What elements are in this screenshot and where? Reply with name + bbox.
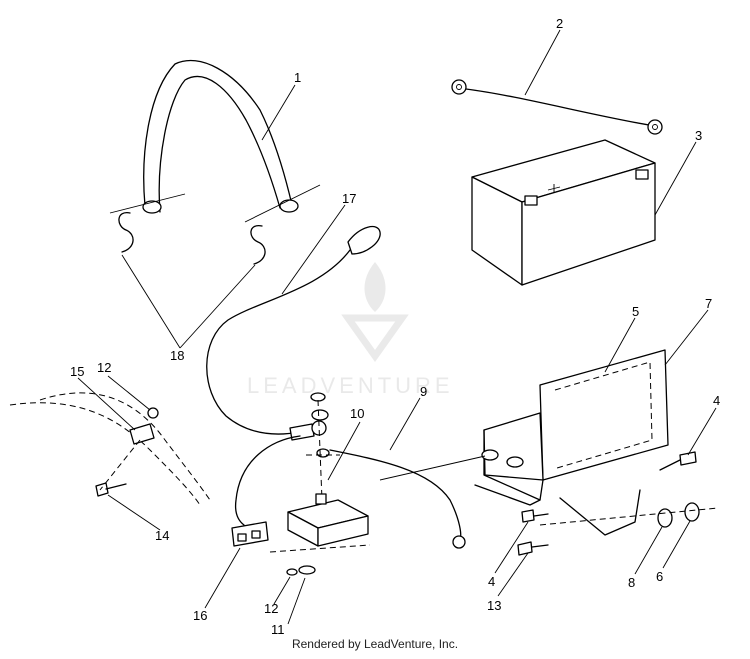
- callout-8: 8: [628, 575, 635, 590]
- watermark-logo: LEADVENTURE: [247, 262, 454, 398]
- stud-assembly: [306, 392, 466, 549]
- callout-12a: 12: [97, 360, 111, 375]
- callout-16: 16: [193, 608, 207, 623]
- hardware-bolts: [517, 451, 719, 556]
- solenoid: [269, 493, 371, 576]
- callout-5: 5: [632, 304, 639, 319]
- callout-14: 14: [155, 528, 169, 543]
- battery-tray: [379, 349, 669, 536]
- frame-section: [9, 392, 211, 506]
- positive-cable: [206, 225, 381, 441]
- leader-lines: [77, 29, 717, 625]
- callout-11: 11: [271, 622, 285, 637]
- callout-15: 15: [70, 364, 84, 379]
- callout-18: 18: [170, 348, 184, 363]
- callout-9: 9: [420, 384, 427, 399]
- callout-6: 6: [656, 569, 663, 584]
- callout-1: 1: [294, 70, 301, 85]
- solenoid-wire: [231, 435, 301, 547]
- footer-credit: Rendered by LeadVenture, Inc.: [291, 637, 459, 651]
- callout-4a: 4: [713, 393, 720, 408]
- callout-13: 13: [487, 598, 501, 613]
- battery-cable: [451, 79, 663, 135]
- callout-12b: 12: [264, 601, 278, 616]
- callout-10: 10: [350, 406, 364, 421]
- callout-3: 3: [695, 128, 702, 143]
- battery-strap: [109, 59, 321, 223]
- callout-7: 7: [705, 296, 712, 311]
- s-hooks: [118, 212, 266, 265]
- callout-2: 2: [556, 16, 563, 31]
- watermark-text: LEADVENTURE: [247, 373, 454, 398]
- battery: [471, 139, 656, 286]
- callouts: 1 2 3 4 4 5 6 7 8 9 10 11 12 12 13 14 15…: [70, 16, 720, 637]
- callout-17: 17: [342, 191, 356, 206]
- callout-4b: 4: [488, 574, 495, 589]
